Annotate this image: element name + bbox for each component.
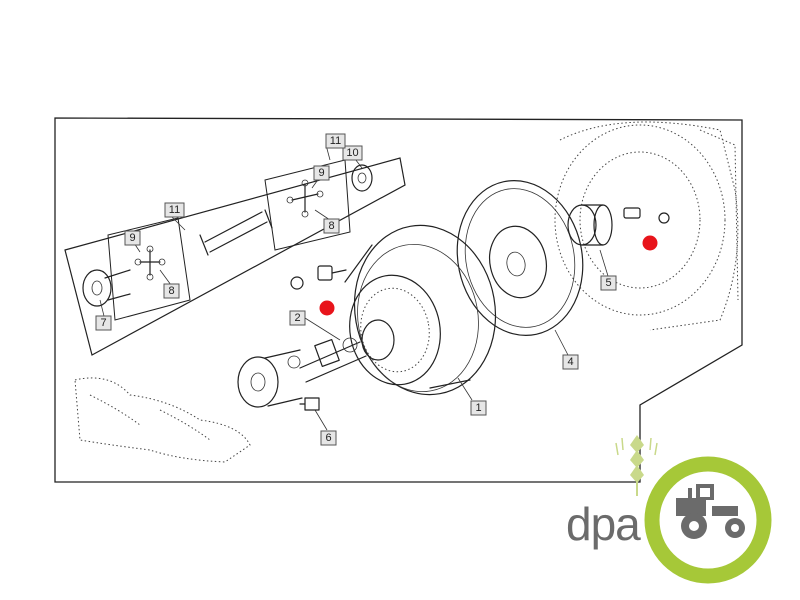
callout-4: 4: [562, 354, 579, 370]
inset-box-right: [264, 159, 351, 251]
svg-text:9: 9: [318, 167, 324, 179]
svg-text:8: 8: [168, 285, 174, 297]
svg-text:7: 7: [100, 317, 106, 329]
axle-housing-outline: [74, 377, 251, 463]
bolt-upper-left: [290, 265, 347, 290]
svg-text:4: 4: [567, 356, 573, 368]
highlight-dot-left: [319, 300, 335, 316]
callout-5: 5: [600, 275, 617, 291]
bolt-upper-right: [623, 207, 670, 224]
logo-ring: [644, 456, 772, 584]
svg-text:1: 1: [475, 402, 481, 414]
wheat-icon: [615, 435, 658, 496]
callout-9-left: 9: [124, 230, 141, 246]
diagram-frame: [54, 117, 743, 483]
callout-1: 1: [470, 400, 487, 416]
svg-text:8: 8: [328, 220, 334, 232]
callout-2: 2: [289, 310, 306, 326]
callout-11-right: 11: [325, 133, 346, 149]
svg-text:9: 9: [129, 232, 135, 244]
callout-9-right: 9: [313, 165, 330, 181]
output-flange: [237, 349, 303, 408]
callout-7: 7: [95, 315, 112, 331]
highlight-dot-right: [642, 235, 658, 251]
svg-text:11: 11: [330, 135, 341, 147]
svg-text:10: 10: [346, 147, 358, 159]
driveshaft-inset: [64, 157, 406, 356]
dpa-logo: dpa: [566, 435, 772, 584]
callout-6: 6: [320, 430, 337, 446]
svg-text:5: 5: [605, 277, 611, 289]
engine-housing-outline: [554, 121, 739, 331]
svg-text:2: 2: [294, 312, 300, 324]
tractor-icon: [676, 484, 745, 539]
logo-text: dpa: [566, 498, 641, 550]
svg-text:6: 6: [325, 432, 331, 444]
callout-8-right: 8: [323, 218, 340, 234]
callout-8-left: 8: [163, 283, 180, 299]
torsional-damper: [344, 224, 497, 396]
svg-text:11: 11: [169, 204, 180, 216]
callout-11-left: 11: [164, 202, 185, 218]
bolt-6: [299, 397, 320, 411]
inset-box-left: [107, 217, 191, 321]
drive-hub: [567, 204, 613, 246]
flex-plate: [456, 180, 584, 336]
cardan-joint: [287, 337, 367, 383]
callout-10: 10: [342, 145, 363, 161]
